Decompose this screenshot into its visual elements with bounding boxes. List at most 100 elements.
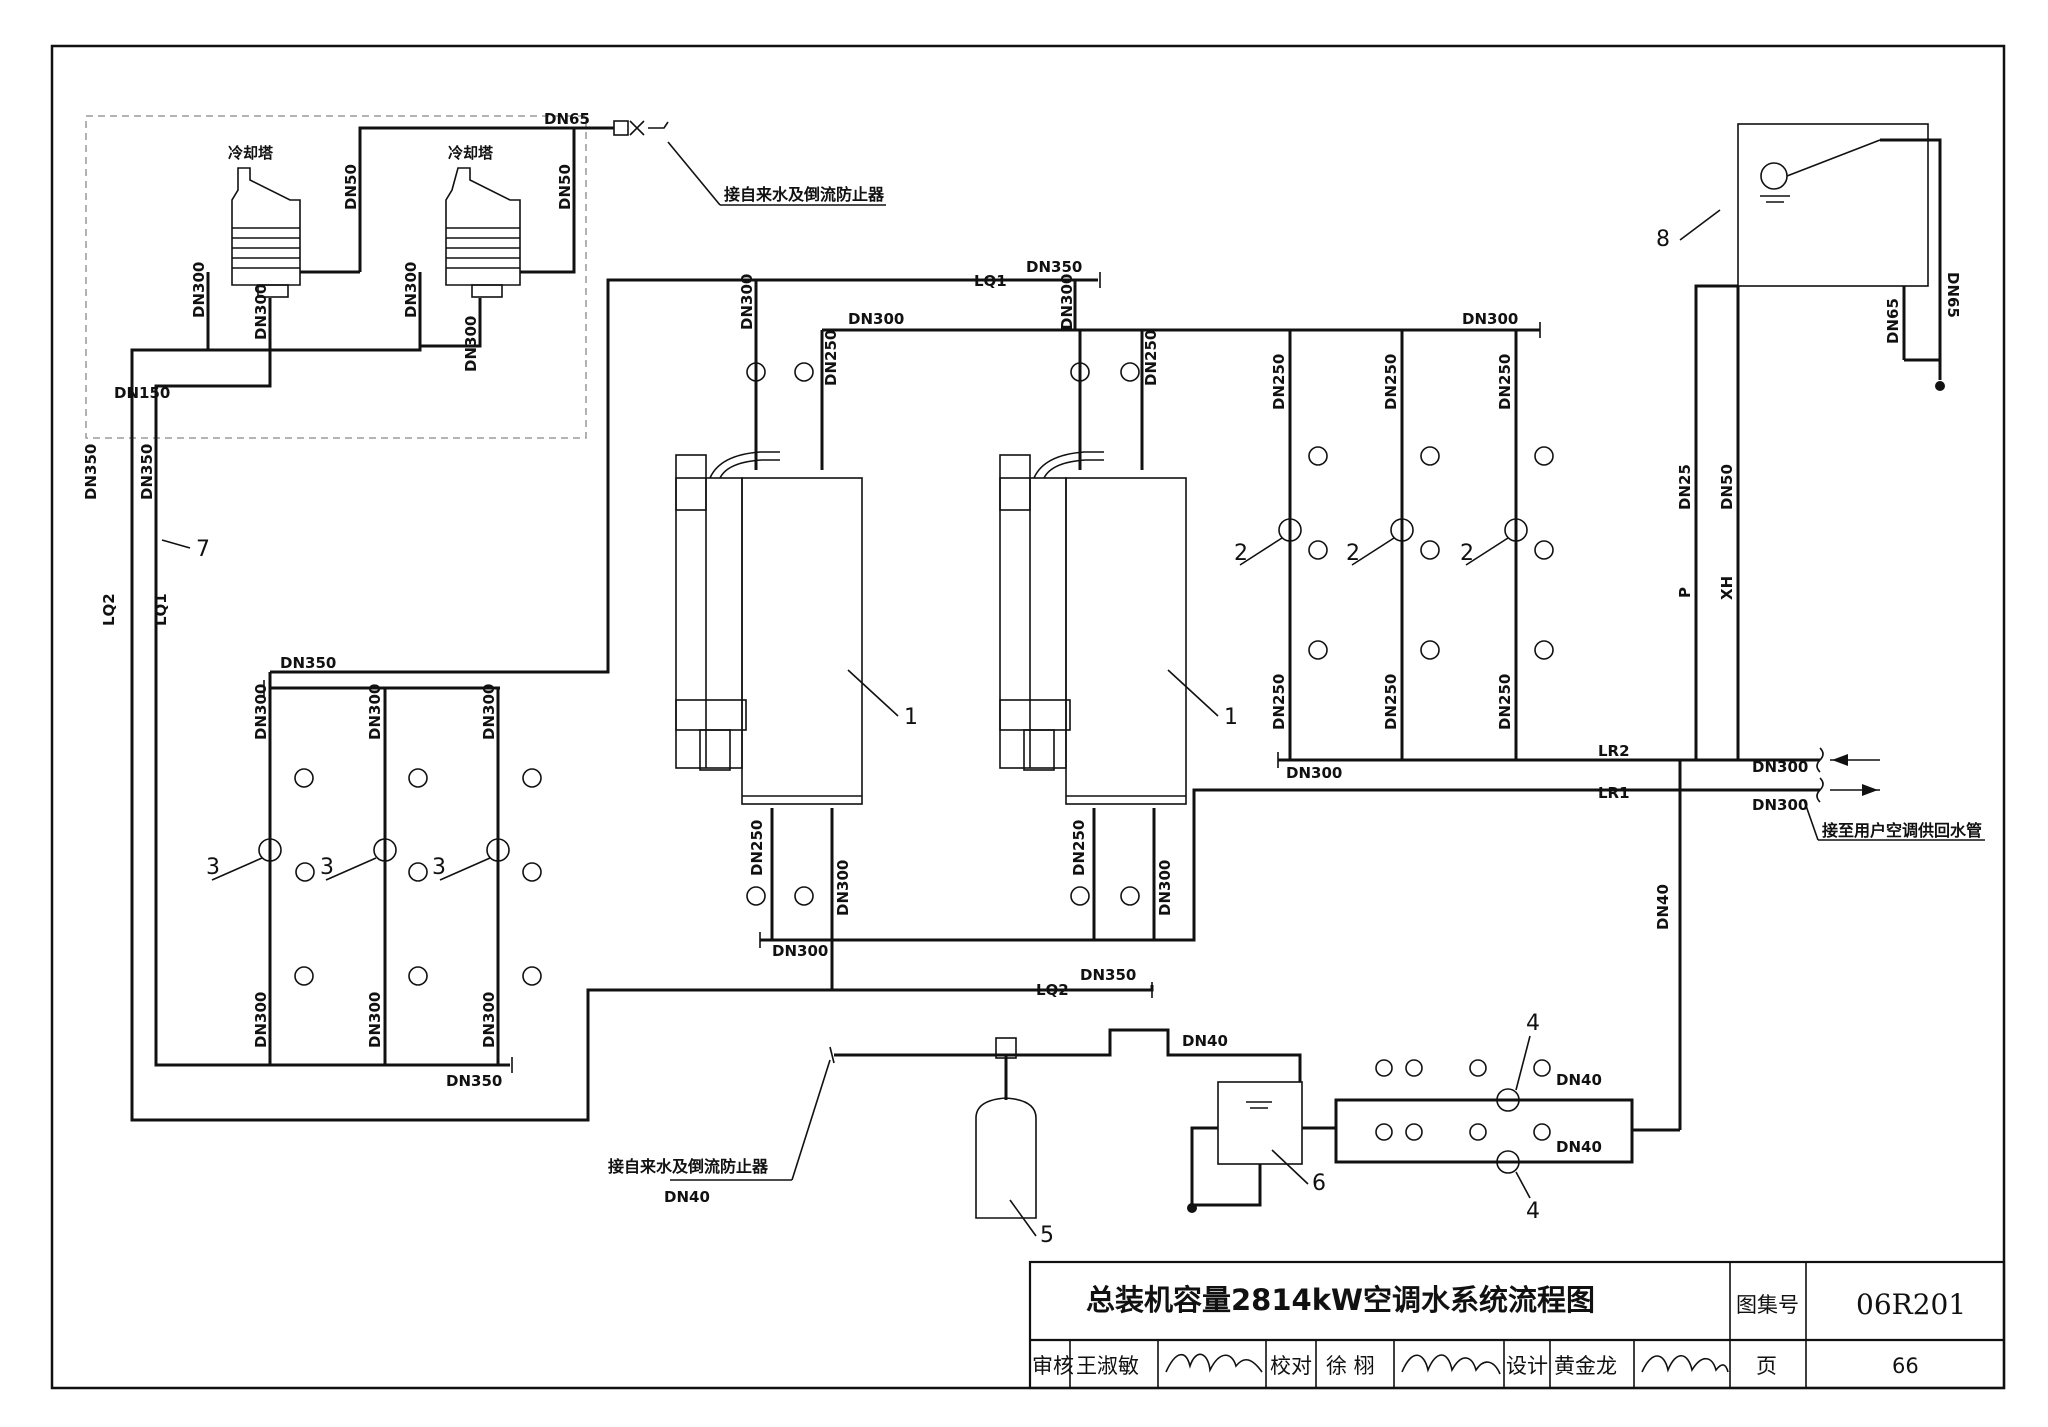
- label-p: P: [1676, 587, 1694, 598]
- checker-signature: [1401, 1354, 1501, 1375]
- label-lq2-left: LQ2: [100, 593, 118, 626]
- label-dn300-h: DN300: [252, 992, 270, 1048]
- designer-name: 黄金龙: [1554, 1354, 1617, 1378]
- label-dn300-m: DN300: [848, 310, 904, 328]
- label-dn40-b: DN40: [1556, 1071, 1602, 1089]
- label-dn300-p: DN300: [1752, 758, 1808, 776]
- label-xh: XH: [1718, 576, 1736, 600]
- makeup-note-bottom: 接自来水及倒流防止器: [608, 1157, 769, 1176]
- label-dn300-c: DN300: [402, 262, 420, 318]
- label-dn250-c: DN250: [1270, 354, 1288, 410]
- checker-name: 徐 栩: [1326, 1354, 1375, 1378]
- label-dn350-d: DN350: [446, 1072, 502, 1090]
- equip-no-2b: 2: [1346, 541, 1360, 566]
- label-dn350-e: DN350: [1026, 258, 1082, 276]
- design-label: 设计: [1506, 1354, 1548, 1378]
- label-lr2: LR2: [1598, 742, 1630, 760]
- label-lq1-top: LQ1: [974, 272, 1007, 290]
- label-dn300-f: DN300: [366, 684, 384, 740]
- label-lq1-left: LQ1: [152, 593, 170, 626]
- pipe-labels: DN65 DN50 DN50 DN300 DN300 DN300 DN300 D…: [82, 110, 1962, 1156]
- equip-no-1b: 1: [1224, 705, 1238, 730]
- cooling-tower-1: 冷却塔: [228, 144, 301, 298]
- equip-no-2c: 2: [1460, 541, 1474, 566]
- label-dn250-i: DN250: [748, 820, 766, 876]
- label-dn300-a: DN300: [190, 262, 208, 318]
- atlas-code: 06R201: [1856, 1288, 1966, 1321]
- equip-no-3a: 3: [206, 855, 220, 880]
- outer-frame: [50, 44, 2006, 1390]
- label-lr1: LR1: [1598, 784, 1630, 802]
- equip-no-3c: 3: [432, 855, 446, 880]
- label-dn300-o: DN300: [1286, 764, 1342, 782]
- label-dn300-t: DN300: [772, 942, 828, 960]
- cooling-tower-2-label: 冷却塔: [448, 144, 494, 162]
- label-dn40-a: DN40: [1182, 1032, 1228, 1050]
- makeup-water-system: 接自来水及倒流防止器 DN40: [608, 1028, 1680, 1219]
- label-dn250-b: DN250: [1142, 330, 1160, 386]
- chilled-pump-bank: [1239, 330, 1682, 1130]
- user-pipes-note: 接至用户空调供回水管: [1822, 821, 1982, 840]
- equip-no-1a: 1: [904, 705, 918, 730]
- label-dn50-a: DN50: [342, 164, 360, 210]
- chiller-2: [999, 451, 1187, 805]
- cooling-tower-piping: [130, 120, 1154, 1122]
- label-dn300-g: DN300: [480, 684, 498, 740]
- reviewer-signature: [1165, 1353, 1263, 1373]
- label-dn250-a: DN250: [822, 330, 840, 386]
- equip-no-2a: 2: [1234, 541, 1248, 566]
- label-dn50-b: DN50: [556, 164, 574, 210]
- label-dn50-c: DN50: [1718, 464, 1736, 510]
- label-dn350-b: DN350: [138, 444, 156, 500]
- check-label: 校对: [1270, 1354, 1312, 1378]
- equip-no-7: 7: [196, 537, 210, 562]
- atlas-label: 图集号: [1736, 1293, 1799, 1317]
- label-dn250-e: DN250: [1496, 354, 1514, 410]
- makeup-note-top: 接自来水及倒流防止器: [724, 185, 885, 204]
- label-dn300-e: DN300: [252, 684, 270, 740]
- title-block: 总装机容量2814kW空调水系统流程图 图集号 06R201 审核 王淑敏 校对…: [1028, 1260, 2006, 1390]
- label-dn250-h: DN250: [1496, 674, 1514, 730]
- expansion-tank: [1679, 123, 1945, 391]
- label-dn300-d: DN300: [462, 316, 480, 372]
- equip-no-3b: 3: [320, 855, 334, 880]
- label-dn350-f: DN350: [1080, 966, 1136, 984]
- equip-no-6: 6: [1312, 1171, 1326, 1196]
- designer-signature: [1641, 1354, 1729, 1373]
- equip-no-4b: 4: [1526, 1199, 1540, 1224]
- label-dn300-q: DN300: [1752, 796, 1808, 814]
- label-dn300-i: DN300: [366, 992, 384, 1048]
- user-connection: 接至用户空调供回水管: [1678, 286, 1985, 1130]
- label-dn250-j: DN250: [1070, 820, 1088, 876]
- cooling-pump-bank: [211, 672, 542, 1073]
- label-lq2-bottom: LQ2: [1036, 981, 1069, 999]
- equip-no-4a: 4: [1526, 1011, 1540, 1036]
- reviewer-name: 王淑敏: [1076, 1354, 1139, 1378]
- chiller-piping: [746, 322, 1680, 998]
- label-dn300-k: DN300: [738, 274, 756, 330]
- label-dn40-vert: DN40: [1654, 884, 1672, 930]
- label-dn300-r: DN300: [834, 860, 852, 916]
- label-dn40-c: DN40: [1556, 1138, 1602, 1156]
- label-dn300-j: DN300: [480, 992, 498, 1048]
- label-dn25: DN25: [1676, 464, 1694, 510]
- label-dn65-b: DN65: [1884, 298, 1902, 344]
- label-dn65-top: DN65: [544, 110, 590, 128]
- equip-no-8: 8: [1656, 227, 1670, 252]
- label-dn350-a: DN350: [82, 444, 100, 500]
- label-dn350-c: DN350: [280, 654, 336, 672]
- label-dn300-s: DN300: [1156, 860, 1174, 916]
- review-label: 审核: [1032, 1354, 1074, 1378]
- makeup-bottom-dn40: DN40: [664, 1188, 710, 1206]
- cooling-tower-2: 冷却塔: [445, 144, 521, 298]
- chiller-1: [675, 451, 863, 805]
- label-dn300-n: DN300: [1462, 310, 1518, 328]
- equip-no-5: 5: [1040, 1223, 1054, 1248]
- label-dn150: DN150: [114, 384, 170, 402]
- label-dn250-g: DN250: [1382, 674, 1400, 730]
- equipment-numbers: 7 1 1 3 3 3 2 2 2 8 4 4 5 6: [161, 227, 1670, 1248]
- label-dn250-d: DN250: [1382, 354, 1400, 410]
- label-dn250-f: DN250: [1270, 674, 1288, 730]
- page-label: 页: [1756, 1354, 1777, 1378]
